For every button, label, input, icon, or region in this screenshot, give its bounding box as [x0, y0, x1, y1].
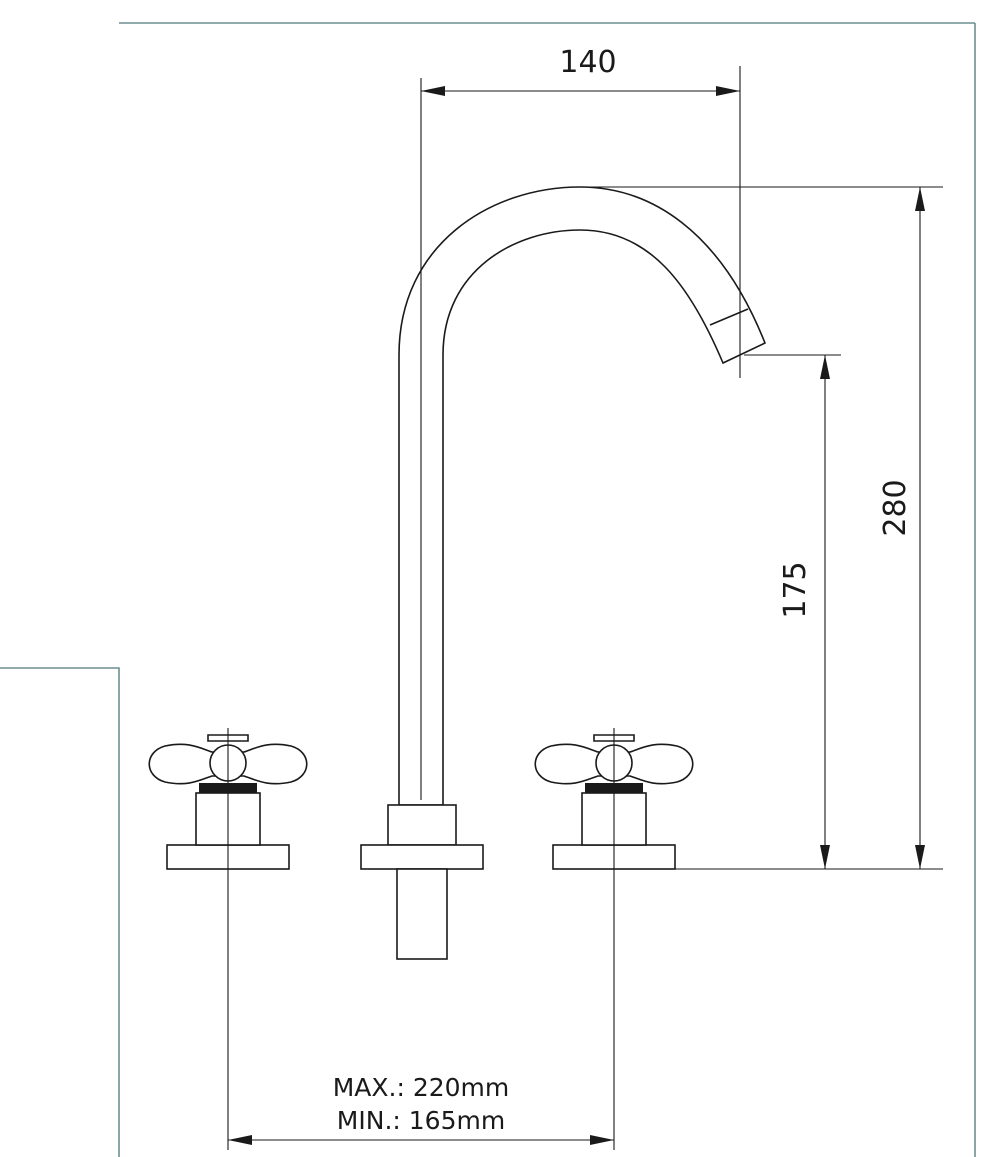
spacing-max-label: MAX.: 220mm	[333, 1073, 510, 1102]
spacing-arrow-right	[590, 1135, 614, 1145]
outlet-height-label: 175	[778, 561, 813, 618]
reach-arrow-right	[716, 86, 740, 96]
reach-dimension-label: 140	[559, 45, 616, 80]
spout-base	[360, 804, 484, 960]
frame-left-edge	[0, 667, 120, 1157]
spacing-arrow-left	[228, 1135, 252, 1145]
spacing-min-label: MIN.: 165mm	[337, 1106, 505, 1135]
outlet-arrow-bottom	[820, 845, 830, 869]
dimension-outlet-height: 175	[744, 354, 841, 869]
overall-arrow-top	[915, 187, 925, 211]
drawing-frame	[0, 22, 976, 1157]
outlet-arrow-top	[820, 355, 830, 379]
reach-arrow-left	[421, 86, 445, 96]
spout-aerator-line	[709, 308, 749, 326]
overall-arrow-bottom	[915, 845, 925, 869]
left-handle	[148, 728, 308, 1150]
spout	[398, 78, 767, 806]
dimension-handle-spacing: MAX.: 220mm MIN.: 165mm	[228, 1073, 614, 1145]
dimension-spout-reach: 140	[421, 45, 741, 378]
spout-collar	[387, 804, 457, 846]
right-handle	[534, 728, 694, 1150]
dimension-overall-height: 280	[580, 186, 943, 870]
spout-body	[398, 186, 767, 806]
spout-flange	[360, 844, 484, 870]
spout-tail	[396, 868, 448, 960]
overall-height-label: 280	[878, 479, 913, 536]
